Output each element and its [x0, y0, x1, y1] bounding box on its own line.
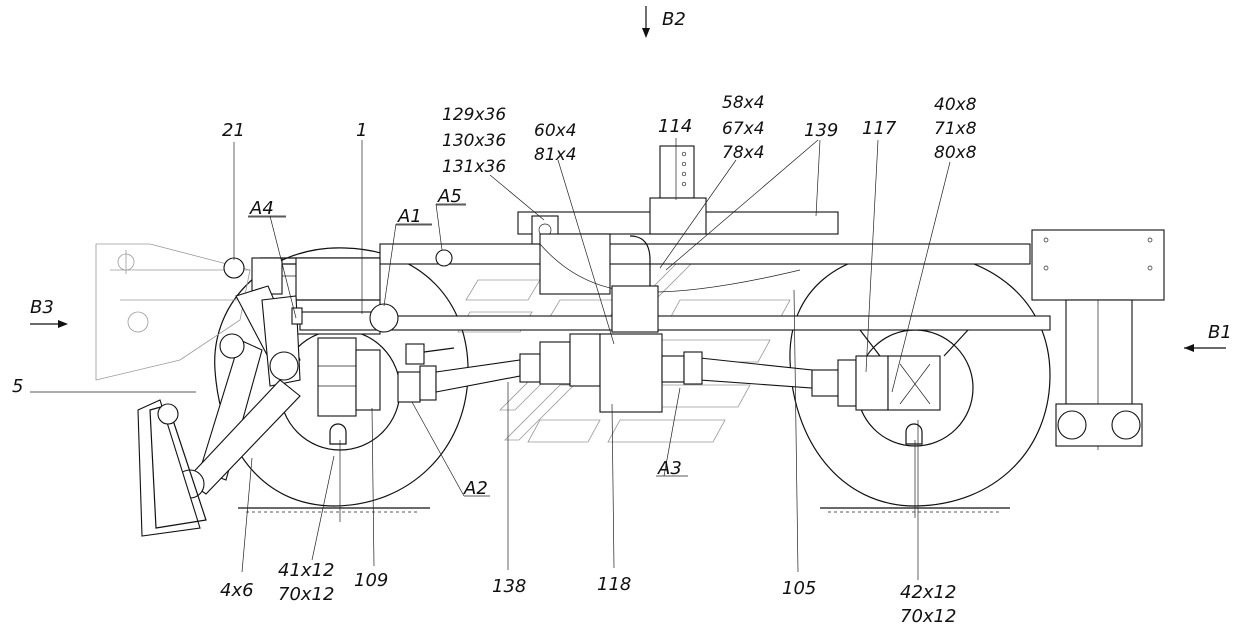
view-label-b1: B1: [1208, 322, 1232, 343]
rear-housing: [1031, 229, 1165, 450]
callout-139: 139: [804, 120, 838, 141]
front-linkage: [137, 257, 381, 537]
section-label-a1: A1: [397, 206, 422, 227]
size-129x36: 129x36: [442, 105, 506, 125]
callout-5: 5: [12, 376, 23, 397]
size-60x4: 60x4: [534, 121, 577, 141]
view-arrow-b3: [30, 320, 68, 328]
view-label-b3: B3: [30, 297, 54, 318]
size-40x8: 40x8: [934, 95, 977, 115]
view-label-b2: B2: [662, 9, 686, 30]
size-131x36: 131x36: [442, 157, 506, 177]
view-arrow-b1: [1184, 344, 1226, 352]
leader-lines: [30, 138, 951, 580]
callout-138: 138: [492, 576, 526, 597]
callout-21: 21: [222, 120, 245, 141]
section-label-a2: A2: [463, 478, 488, 499]
callout-1: 1: [356, 120, 367, 141]
callout-105: 105: [782, 578, 816, 599]
size-4x6: 4x6: [220, 580, 254, 601]
rear-gearbox: [855, 329, 969, 445]
callout-117: 117: [862, 118, 897, 139]
size-71x8: 71x8: [934, 119, 977, 139]
size-58x4: 58x4: [722, 93, 765, 113]
section-marker-a5: [435, 249, 453, 267]
size-42x12: 42x12: [900, 582, 956, 603]
callout-118: 118: [597, 574, 631, 595]
top-platform: [517, 145, 839, 333]
size-70x12-rear: 70x12: [900, 606, 956, 627]
front-gearbox: [317, 337, 421, 445]
size-80x8: 80x8: [934, 143, 977, 163]
size-130x36: 130x36: [442, 131, 506, 151]
size-41x12: 41x12: [278, 560, 334, 581]
view-arrow-b2: [642, 6, 650, 38]
section-marker-a1: [369, 303, 399, 333]
drive-shaft: [405, 333, 857, 413]
section-label-a4: A4: [249, 198, 274, 219]
callout-114: 114: [658, 116, 692, 137]
callout-109: 109: [354, 570, 388, 591]
section-label-a5: A5: [437, 186, 462, 207]
size-78x4: 78x4: [722, 143, 765, 163]
size-67x4: 67x4: [722, 119, 765, 139]
section-label-underlines: [248, 204, 466, 226]
size-81x4: 81x4: [534, 145, 577, 165]
ground-lines: [238, 507, 1010, 513]
section-label-a3: A3: [657, 458, 682, 479]
size-70x12-front: 70x12: [278, 584, 334, 605]
